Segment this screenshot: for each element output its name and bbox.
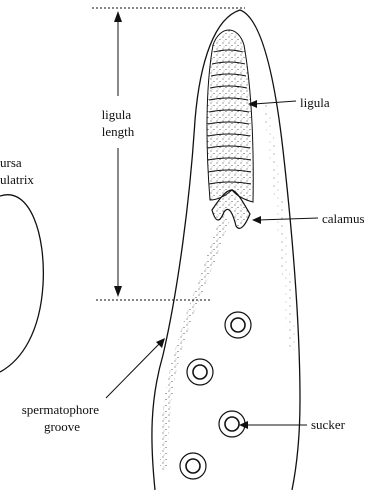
sucker — [219, 411, 245, 437]
bursa-copulatrix-outline — [0, 195, 43, 372]
sucker — [180, 453, 206, 479]
label-spermatophore-groove: spermatophore groove — [22, 402, 103, 434]
spermatophore-leader — [106, 343, 160, 398]
sucker — [225, 312, 251, 338]
ligula — [207, 30, 253, 202]
calamus-leader — [258, 218, 318, 220]
label-ligula-length: ligula length — [102, 107, 135, 139]
label-calamus: calamus — [322, 211, 365, 226]
arrowhead-down — [114, 286, 122, 297]
sucker — [187, 359, 213, 385]
label-bursa-copulatrix: ursa ulatrix — [0, 155, 34, 187]
label-sucker: sucker — [311, 417, 346, 432]
spermatophore-groove — [160, 212, 230, 470]
ligula-leader — [254, 101, 296, 104]
label-ligula: ligula — [300, 95, 330, 110]
suckers — [180, 312, 251, 479]
ligula-body — [207, 30, 253, 202]
arrowhead-up — [114, 11, 122, 22]
